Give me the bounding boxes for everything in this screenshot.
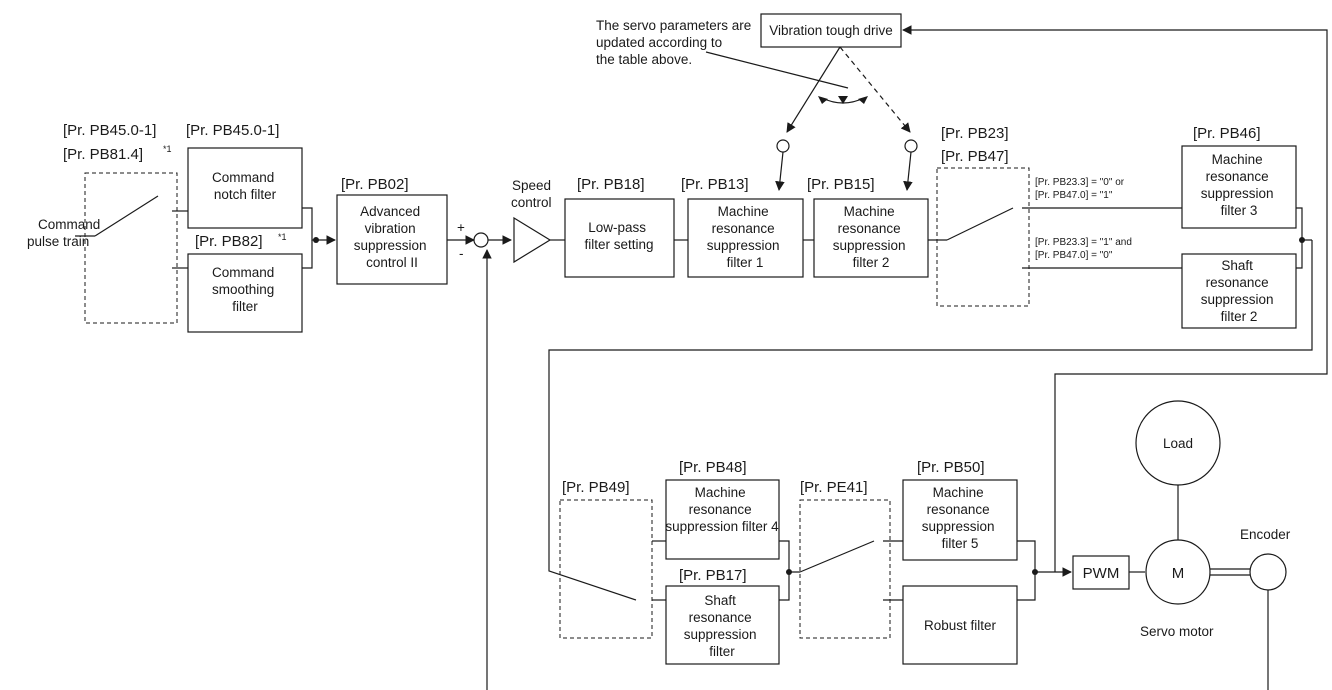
svg-text:Shaft resonance suppre: Shaft resonance suppression filter 2 bbox=[1201, 258, 1278, 324]
svg-text:Machine resonance supp: Machine resonance suppression filter 2 bbox=[833, 204, 910, 270]
svg-text:Advanced vibration sup: Advanced vibration suppression control I… bbox=[354, 204, 431, 270]
note-mark-pb81: *1 bbox=[163, 144, 172, 154]
speed-control-label: Speed control bbox=[511, 178, 555, 210]
servo-motor-label: Servo motor bbox=[1140, 624, 1214, 639]
svg-text:Command smoothing filt: Command smoothing filter bbox=[212, 265, 278, 314]
shaft-resonance-filter bbox=[665, 585, 780, 665]
svg-text:Machine resonance supp: Machine resonance suppression filter 4 bbox=[665, 485, 779, 534]
param-pb17: [Pr. PB17] bbox=[679, 567, 747, 584]
param-pb82: [Pr. PB82] bbox=[195, 233, 263, 250]
param-pb15: [Pr. PB15] bbox=[807, 176, 875, 193]
feedback-to-vtd bbox=[902, 25, 1328, 572]
summing-junction bbox=[473, 232, 489, 248]
machine-resonance-filter-2 bbox=[813, 198, 929, 278]
low-pass-filter bbox=[564, 198, 675, 278]
minus-sign: - bbox=[459, 246, 464, 261]
machine-resonance-filter-4 bbox=[665, 479, 780, 560]
param-pb23: [Pr. PB23] bbox=[941, 125, 1009, 142]
condition-a: [Pr. PB23.3] = "0" or [Pr. PB47.0] = "1" bbox=[1035, 177, 1127, 201]
switch-pb81 bbox=[84, 172, 178, 324]
switch-pb49 bbox=[559, 499, 653, 639]
switch-blade-pe41 bbox=[799, 540, 875, 573]
param-pb18: [Pr. PB18] bbox=[577, 176, 645, 193]
param-pb45-b: [Pr. PB45.0-1] bbox=[186, 122, 279, 139]
return-wire bbox=[548, 240, 1313, 601]
note-mark-pb82: *1 bbox=[278, 232, 287, 242]
svg-text:Command notch filter: Command notch filter bbox=[212, 170, 278, 202]
param-pb48: [Pr. PB48] bbox=[679, 459, 747, 476]
svg-text:M: M bbox=[1172, 565, 1185, 582]
machine-resonance-filter-5 bbox=[902, 479, 1018, 561]
svg-text:Load: Load bbox=[1163, 436, 1193, 451]
svg-text:Machine resonance supp: Machine resonance suppression filter 5 bbox=[922, 485, 999, 551]
advanced-vibration-suppression bbox=[336, 194, 448, 285]
svg-text:Machine resonance supp: Machine resonance suppression filter 1 bbox=[707, 204, 784, 270]
machine-resonance-filter-3 bbox=[1181, 145, 1297, 229]
note-leader bbox=[705, 51, 849, 89]
svg-text:PWM: PWM bbox=[1083, 565, 1120, 582]
machine-resonance-filter-1 bbox=[687, 198, 804, 278]
shaft-resonance-filter-2 bbox=[1181, 253, 1297, 329]
param-pb13: [Pr. PB13] bbox=[681, 176, 749, 193]
command-pulse-label: Command pulse train bbox=[27, 217, 104, 249]
vibration-tough-drive bbox=[760, 13, 902, 48]
param-pe41: [Pr. PE41] bbox=[800, 479, 868, 496]
plus-sign: + bbox=[457, 220, 465, 235]
select-contact-1 bbox=[776, 139, 790, 153]
svg-text:Low-pass filter setting: Low-pass filter setting bbox=[584, 220, 653, 252]
select-contact-2 bbox=[904, 139, 918, 153]
switch-pe41 bbox=[799, 499, 891, 639]
command-notch-filter bbox=[187, 147, 303, 229]
servo-note: The servo parameters are updated accordi… bbox=[596, 18, 755, 67]
command-smoothing-filter bbox=[187, 253, 303, 333]
switch-blade-pb23 bbox=[946, 207, 1014, 241]
condition-b: [Pr. PB23.3] = "1" and [Pr. PB47.0] = "0… bbox=[1035, 237, 1135, 261]
switch-blade-pb81 bbox=[94, 195, 159, 237]
svg-text:Machine resonance supp: Machine resonance suppression filter 3 bbox=[1201, 152, 1278, 218]
speed-control-amplifier bbox=[513, 216, 552, 264]
svg-text:Vibration tough drive: Vibration tough drive bbox=[769, 23, 893, 38]
param-pb81: [Pr. PB81.4] bbox=[63, 146, 143, 163]
param-pb47: [Pr. PB47] bbox=[941, 148, 1009, 165]
junction-right bbox=[1299, 237, 1305, 243]
robust-filter bbox=[902, 585, 1018, 665]
encoder-label: Encoder bbox=[1240, 527, 1291, 542]
svg-text:Shaft resonance suppre: Shaft resonance suppression filter bbox=[684, 593, 761, 659]
pwm-block bbox=[1072, 555, 1130, 590]
encoder bbox=[1249, 553, 1287, 591]
param-pb49: [Pr. PB49] bbox=[562, 479, 630, 496]
param-pb46: [Pr. PB46] bbox=[1193, 125, 1261, 142]
junction-middle bbox=[786, 569, 792, 575]
param-pb50: [Pr. PB50] bbox=[917, 459, 985, 476]
param-pb45-a: [Pr. PB45.0-1] bbox=[63, 122, 156, 139]
switch-pb23 bbox=[936, 167, 1030, 307]
svg-text:Robust filter: Robust filter bbox=[924, 618, 997, 633]
param-pb02: [Pr. PB02] bbox=[341, 176, 409, 193]
